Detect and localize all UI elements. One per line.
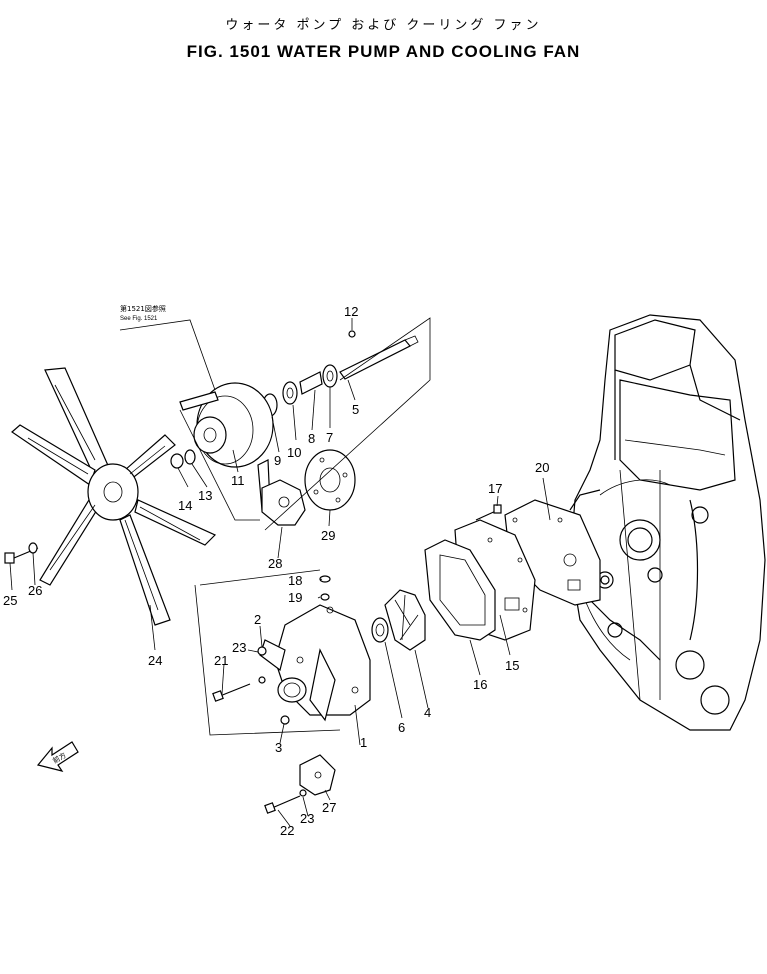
bolt-22 bbox=[264, 795, 301, 814]
shaft-5 bbox=[339, 335, 419, 380]
bracket-27 bbox=[299, 754, 336, 796]
callout-22: 22 bbox=[280, 823, 294, 838]
callout-9: 9 bbox=[274, 453, 281, 468]
callout-12: 12 bbox=[344, 304, 358, 319]
washer-13 bbox=[184, 449, 196, 465]
callout-8: 8 bbox=[308, 431, 315, 446]
key-12 bbox=[348, 330, 356, 338]
callout-26: 26 bbox=[28, 583, 42, 598]
pulley-11 bbox=[179, 382, 274, 512]
impeller-4 bbox=[384, 589, 426, 651]
callout-23-upper: 23 bbox=[232, 640, 246, 655]
callout-14: 14 bbox=[178, 498, 192, 513]
flange-29 bbox=[304, 449, 356, 511]
fan-24 bbox=[11, 367, 217, 626]
phantom-line-pump bbox=[199, 569, 321, 586]
title-japanese: ウォータ ポンプ および クーリング ファン bbox=[225, 18, 542, 33]
callout-16: 16 bbox=[473, 677, 487, 692]
washer-19 bbox=[320, 593, 330, 601]
bearing-7 bbox=[322, 364, 338, 388]
phantom-box-shaft bbox=[264, 317, 431, 531]
leader-lines bbox=[9, 318, 551, 827]
reference-note-en: See Fig. 1521 bbox=[120, 316, 158, 322]
washer-2 bbox=[257, 646, 267, 656]
callout-10: 10 bbox=[287, 445, 301, 460]
phantom-box-pump bbox=[194, 584, 341, 736]
reference-leader bbox=[119, 319, 216, 391]
callout-11: 11 bbox=[231, 473, 245, 488]
callout-18: 18 bbox=[288, 573, 302, 588]
callout-5: 5 bbox=[352, 402, 359, 417]
direction-arrow: 前方 bbox=[36, 741, 79, 772]
spacer-8 bbox=[299, 371, 323, 395]
callout-15: 15 bbox=[505, 658, 519, 673]
callout-6: 6 bbox=[398, 720, 405, 735]
callout-1: 1 bbox=[360, 735, 367, 750]
callout-20: 20 bbox=[535, 460, 549, 475]
washer-23b bbox=[299, 789, 307, 797]
callout-4: 4 bbox=[424, 705, 431, 720]
callout-19: 19 bbox=[288, 590, 302, 605]
callout-17: 17 bbox=[488, 481, 502, 496]
engine-block bbox=[569, 314, 766, 731]
seal-6 bbox=[371, 617, 389, 643]
gasket-16 bbox=[424, 539, 496, 641]
nut-14 bbox=[170, 453, 184, 469]
bolt-21 bbox=[212, 683, 251, 702]
callout-29: 29 bbox=[321, 528, 335, 543]
figure-title: FIG. 1501 WATER PUMP AND COOLING FAN bbox=[186, 42, 581, 61]
hub-28 bbox=[261, 479, 306, 526]
pump-body-1 bbox=[259, 604, 371, 722]
bolt-17 bbox=[475, 504, 502, 521]
callout-7: 7 bbox=[326, 430, 333, 445]
callout-23-lower: 23 bbox=[300, 811, 314, 826]
washer-26 bbox=[28, 542, 38, 554]
bearing-10 bbox=[282, 381, 298, 405]
callout-21: 21 bbox=[214, 653, 228, 668]
callout-24: 24 bbox=[148, 653, 162, 668]
callout-3: 3 bbox=[275, 740, 282, 755]
callout-25: 25 bbox=[3, 593, 17, 608]
phantom-line-fan bbox=[179, 409, 260, 521]
callout-27: 27 bbox=[322, 800, 336, 815]
reference-note-jp: 第1521図参照 bbox=[120, 304, 166, 313]
callout-13: 13 bbox=[198, 488, 212, 503]
plug-18 bbox=[319, 575, 331, 583]
callout-2: 2 bbox=[254, 612, 261, 627]
callout-28: 28 bbox=[268, 556, 282, 571]
nut-3 bbox=[280, 715, 290, 725]
washer-23a bbox=[258, 676, 266, 684]
callout-numbers: 1 2 3 4 5 6 7 8 9 10 11 12 13 14 15 16 1… bbox=[3, 304, 549, 838]
